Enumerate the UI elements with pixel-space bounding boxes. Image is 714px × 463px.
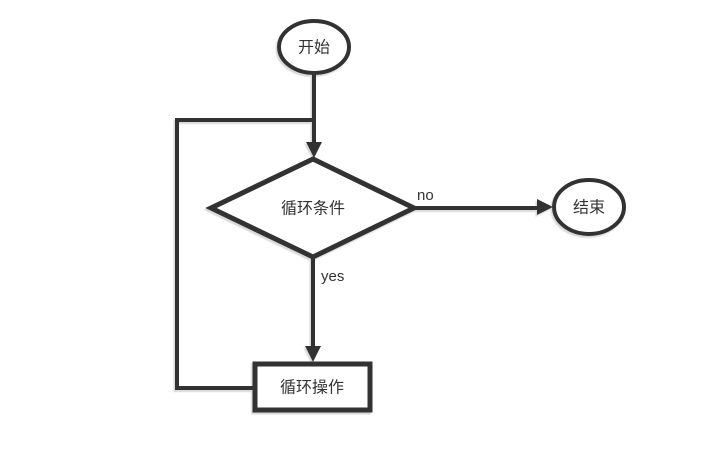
edge-start-to-condition: [306, 74, 322, 158]
condition-node: [205, 156, 420, 260]
end-node: [552, 178, 626, 236]
operation-node-label: 循环操作: [280, 379, 344, 397]
edge-condition-to-operation: [305, 258, 321, 362]
start-node-label: 开始: [298, 39, 330, 57]
condition-node-label: 循环条件: [281, 200, 345, 218]
operation-node: [252, 361, 373, 413]
edge-loop-back: [175, 118, 314, 390]
end-node-label: 结束: [573, 199, 605, 217]
edge-yes-label: yes: [321, 268, 344, 285]
edge-no-label: no: [417, 187, 434, 204]
start-node: [277, 19, 351, 75]
edge-condition-to-end: [415, 199, 553, 215]
